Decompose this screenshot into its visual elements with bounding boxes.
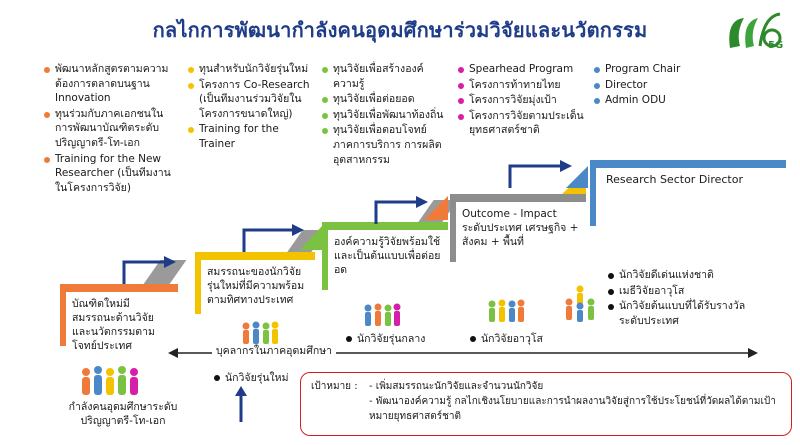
goal-label: เป้าหมาย :	[311, 381, 358, 392]
step-1: บัณฑิตใหม่มีสมรรถนะด้านวิจัยและนวัตกรรมต…	[60, 260, 190, 352]
step-4-tab	[450, 194, 586, 202]
step-2: สมรรถนะของนักวิจัยรุ่นใหม่ที่มีความพร้อม…	[195, 230, 327, 314]
people-group-icon	[488, 299, 525, 322]
list-item: Director	[594, 78, 704, 93]
step-1-face: บัณฑิตใหม่มีสมรรถนะด้านวิจัยและนวัตกรรมต…	[60, 292, 178, 352]
step-3-face: องค์ความรู้วิจัยพร้อมใช้และเป็นต้นแบบเพื…	[322, 230, 448, 290]
step-4: Outcome - Impact ระดับประเทศ เศรษฐกิจ + …	[450, 172, 590, 266]
people-group-icon	[242, 321, 279, 344]
senior-researcher-label: นักวิจัยอาวุโส	[470, 332, 543, 346]
triangle-accent	[566, 166, 588, 188]
mid-researcher-label: นักวิจัยรุ่นกลาง	[346, 332, 425, 346]
step-arrow-icon	[122, 256, 176, 284]
goal-box: เป้าหมาย : - เพิ่มสมรรถนะนักวิจัยและจำนว…	[300, 372, 792, 436]
triangle-accent	[300, 226, 322, 250]
goal-item: - พัฒนาองค์ความรู้ กลไกเชิงนโยบายและการน…	[369, 396, 776, 422]
list-item: ทุนวิจัยเพื่อพัฒนาท้องถิ่น	[322, 108, 446, 123]
goal-row: เป้าหมาย : - เพิ่มสมรรถนะนักวิจัยและจำนว…	[311, 379, 781, 394]
list-item: Training for the Trainer	[188, 122, 310, 151]
step-arrow-icon	[242, 224, 304, 252]
step-arrow-icon	[235, 386, 247, 422]
step-5-face: Research Sector Director	[590, 168, 786, 226]
column-blue: Program Chair Director Admin ODU	[594, 62, 704, 109]
step-arrow-icon	[374, 196, 428, 224]
triangle-accent	[424, 196, 448, 220]
list-item: โครงการวิจัยมุ่งเป้า	[458, 93, 588, 108]
page-title: กลไกการพัฒนากำลังคนอุดมศึกษาร่วมวิจัยและ…	[152, 18, 648, 42]
list-item: Admin ODU	[594, 93, 704, 108]
step-1-text: บัณฑิตใหม่มีสมรรถนะด้านวิจัยและนวัตกรรมต…	[72, 298, 155, 352]
young-researcher-label: นักวิจัยรุ่นใหม่	[214, 371, 289, 385]
step-4-face: Outcome - Impact ระดับประเทศ เศรษฐกิจ + …	[450, 202, 586, 262]
step-5: Research Sector Director	[590, 160, 790, 230]
step-3-tab	[322, 222, 448, 230]
list-item: ทุนสำหรับนักวิจัยรุ่นใหม่	[188, 62, 310, 77]
list-item: โครงการ Co-Research (เป็นทีมงานร่วมวิจัย…	[188, 78, 310, 122]
step-5-text: Research Sector Director	[606, 173, 744, 186]
step-2-text: สมรรถนะของนักวิจัยรุ่นใหม่ที่มีความพร้อม…	[207, 266, 305, 306]
logo-text: 5G	[768, 40, 784, 51]
list-item: ทุนร่วมกับภาคเอกชนในการพัฒนาบัณฑิตระดับป…	[44, 107, 172, 151]
list-item: พัฒนาหลักสูตรตามความต้องการตลาดบนฐาน Inn…	[44, 62, 172, 106]
step-3-text: องค์ความรู้วิจัยพร้อมใช้และเป็นต้นแบบเพื…	[334, 236, 441, 276]
column-yellow: ทุนสำหรับนักวิจัยรุ่นใหม่ โครงการ Co-Res…	[188, 62, 310, 153]
column-orange: พัฒนาหลักสูตรตามความต้องการตลาดบนฐาน Inn…	[44, 62, 172, 196]
list-item: ทุนวิจัยเพื่อต่อยอด	[322, 92, 446, 107]
list-item: ทุนวิจัยเพื่อสร้างองค์ความรู้	[322, 62, 446, 91]
goal-item: - เพิ่มสมรรถนะนักวิจัยและจำนวนนักวิจัย	[369, 381, 544, 392]
step-5-tab	[590, 160, 786, 168]
people-group-icon	[364, 303, 401, 326]
step-4-text: Outcome - Impact ระดับประเทศ เศรษฐกิจ + …	[462, 208, 579, 248]
personnel-label: บุคลากรในภาคอุดมศึกษา	[212, 344, 337, 358]
step-2-face: สมรรถนะของนักวิจัยรุ่นใหม่ที่มีความพร้อม…	[195, 260, 315, 314]
people-group-icon	[565, 285, 595, 322]
list-item: โครงการวิจัยตามประเด็นยุทธศาสตร์ชาติ	[458, 109, 588, 138]
list-item: นักวิจัยดีเด่นแห่งชาติ	[608, 268, 758, 283]
step-arrow-icon	[508, 160, 572, 188]
top-researchers-list: นักวิจัยดีเด่นแห่งชาติ เมธีวิจัยอาวุโส น…	[608, 268, 758, 329]
column-magenta: Spearhead Program โครงการท้าทายไทย โครงก…	[458, 62, 588, 139]
list-item: Program Chair	[594, 62, 704, 77]
list-item: เมธีวิจัยอาวุโส	[608, 284, 758, 299]
list-item: Spearhead Program	[458, 62, 588, 77]
step-3: องค์ความรู้วิจัยพร้อมใช้และเป็นต้นแบบเพื…	[322, 200, 458, 294]
list-item: Training for the New Researcher (เป็นทีม…	[44, 152, 172, 196]
step-1-tab	[60, 284, 178, 292]
step-2-tab	[195, 252, 315, 260]
list-item: ทุนวิจัยเพื่อตอบโจทย์ภาคการบริการ การผลิ…	[322, 123, 446, 167]
bottom-left-label: กำลังคนอุดมศึกษาระดับปริญญาตรี-โท-เอก	[68, 401, 178, 427]
column-green: ทุนวิจัยเพื่อสร้างองค์ความรู้ ทุนวิจัยเพ…	[322, 62, 446, 168]
list-item: นักวิจัยต้นแบบที่ได้รับรางวัลระดับประเทศ	[608, 299, 758, 328]
people-group-icon	[82, 366, 138, 395]
logo-icon	[729, 12, 782, 48]
list-item: โครงการท้าทายไทย	[458, 78, 588, 93]
goal-row: - พัฒนาองค์ความรู้ กลไกเชิงนโยบายและการน…	[311, 394, 781, 424]
